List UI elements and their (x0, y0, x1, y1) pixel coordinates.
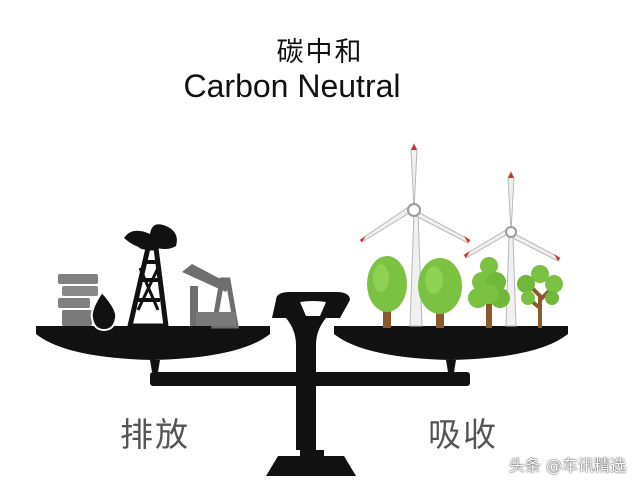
title-chinese: 碳中和 (276, 37, 364, 68)
tree-icon (418, 258, 462, 328)
balance-scale-icon (36, 292, 568, 476)
oil-drop-icon (90, 290, 118, 332)
pine-tree-icon (468, 257, 510, 328)
wind-turbine-icon (463, 170, 561, 327)
oil-derrick-icon (124, 224, 177, 329)
pump-jack-icon (182, 264, 239, 329)
small-tree-icon (517, 265, 563, 328)
wind-turbine-icon (359, 142, 471, 327)
stacked-coins-icon (58, 274, 98, 326)
watermark: 头条 @车讯精选 (508, 456, 626, 475)
title-english: Carbon Neutral (183, 68, 401, 104)
tree-icon (367, 256, 407, 328)
absorption-label: 吸收 (428, 415, 498, 454)
emission-label: 排放 (120, 415, 190, 454)
